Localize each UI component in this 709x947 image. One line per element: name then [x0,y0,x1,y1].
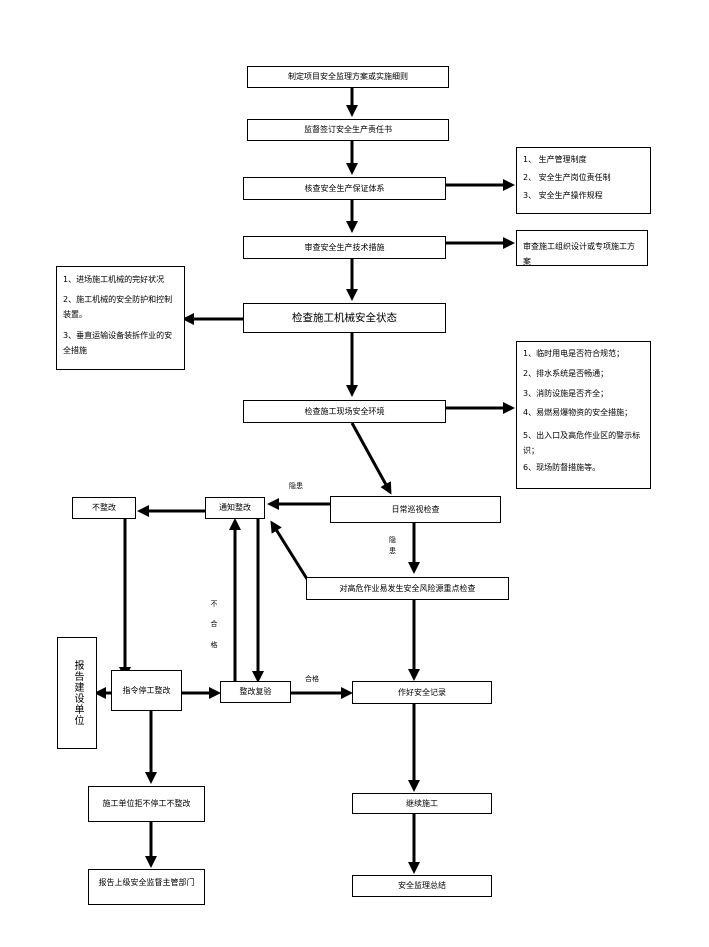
report-builder-label: 报告建设单位 [72,660,83,726]
tech-review-label: 审查施工组织设计或专项施工方案 [523,242,635,266]
list-item: 6、现场防督措施等。 [523,462,601,472]
node-daily-patrol: 日常巡视检查 [330,496,501,523]
edge-label-hazard-side: 隐患 [389,536,396,556]
edge-label-qualified: 合格 [305,675,319,683]
list-item: 1、临时用电是否符合规范； [523,349,625,358]
arrow-key-to-notify [270,520,309,580]
list-system-items: 1、 生产管理制度 2、 安全生产岗位责任制 3、 安全生产操作规程 [516,147,651,214]
node-summary: 安全监理总结 [352,875,492,897]
list-item: 2、排水系统是否畅通； [523,368,609,378]
node-verify-system: 核查安全生产保证体系 [243,177,446,200]
node-report-superior: 报告上级安全监督主管部门 [88,869,205,905]
list-item: 1、 生产管理制度 [523,155,587,164]
node-report-builder: 报告建设单位 [57,637,97,749]
node-inspect-machinery: 检查施工机械安全状态 [243,303,446,333]
list-item: 3、垂直运输设备装拆作业的安全措施 [63,331,173,356]
list-item: 2、 安全生产岗位责任制 [523,172,611,182]
node-review-measures: 审查安全生产技术措施 [243,236,446,259]
node-formulate-plan: 制定项目安全监理方案或实施细则 [247,66,449,88]
list-item: 3、消防设施是否齐全； [523,388,609,398]
list-item: 2、施工机械的安全防护和控制装置。 [63,294,173,319]
edge-label-hazard-top: 隐患 [289,482,303,490]
node-order-stop: 指令停工整改 [111,670,182,711]
node-no-rectify: 不整改 [72,497,136,519]
node-key-inspection: 对高危作业易发生安全风险源重点检查 [306,577,509,600]
edge-label-unqualified: 不合格 [210,600,218,649]
list-machinery-items: 1、进场施工机械的完好状况 2、施工机械的安全防护和控制装置。 3、垂直运输设备… [56,266,185,370]
node-inspect-site: 检查施工现场安全环境 [243,400,446,423]
list-item: 1、进场施工机械的完好状况 [63,275,165,284]
node-recheck: 整改复验 [220,681,291,703]
node-notify-rectify: 通知整改 [205,497,265,519]
node-supervise-sign: 监督签订安全生产责任书 [247,119,449,141]
node-tech-review: 审查施工组织设计或专项施工方案 [516,230,648,266]
node-continue-work: 继续施工 [352,793,492,814]
list-item: 4、易燃易爆物资的安全措施； [523,408,633,418]
node-safety-record: 作好安全记录 [352,681,492,704]
list-item: 5、出入口及高危作业区的警示标识； [523,431,641,456]
list-site-items: 1、临时用电是否符合规范； 2、排水系统是否畅通； 3、消防设施是否齐全； 4、… [516,341,651,489]
arrow-site-to-patrol [350,422,392,495]
list-item: 3、 安全生产操作规程 [523,190,603,200]
node-refuse: 施工单位拒不停工不整改 [88,786,205,822]
